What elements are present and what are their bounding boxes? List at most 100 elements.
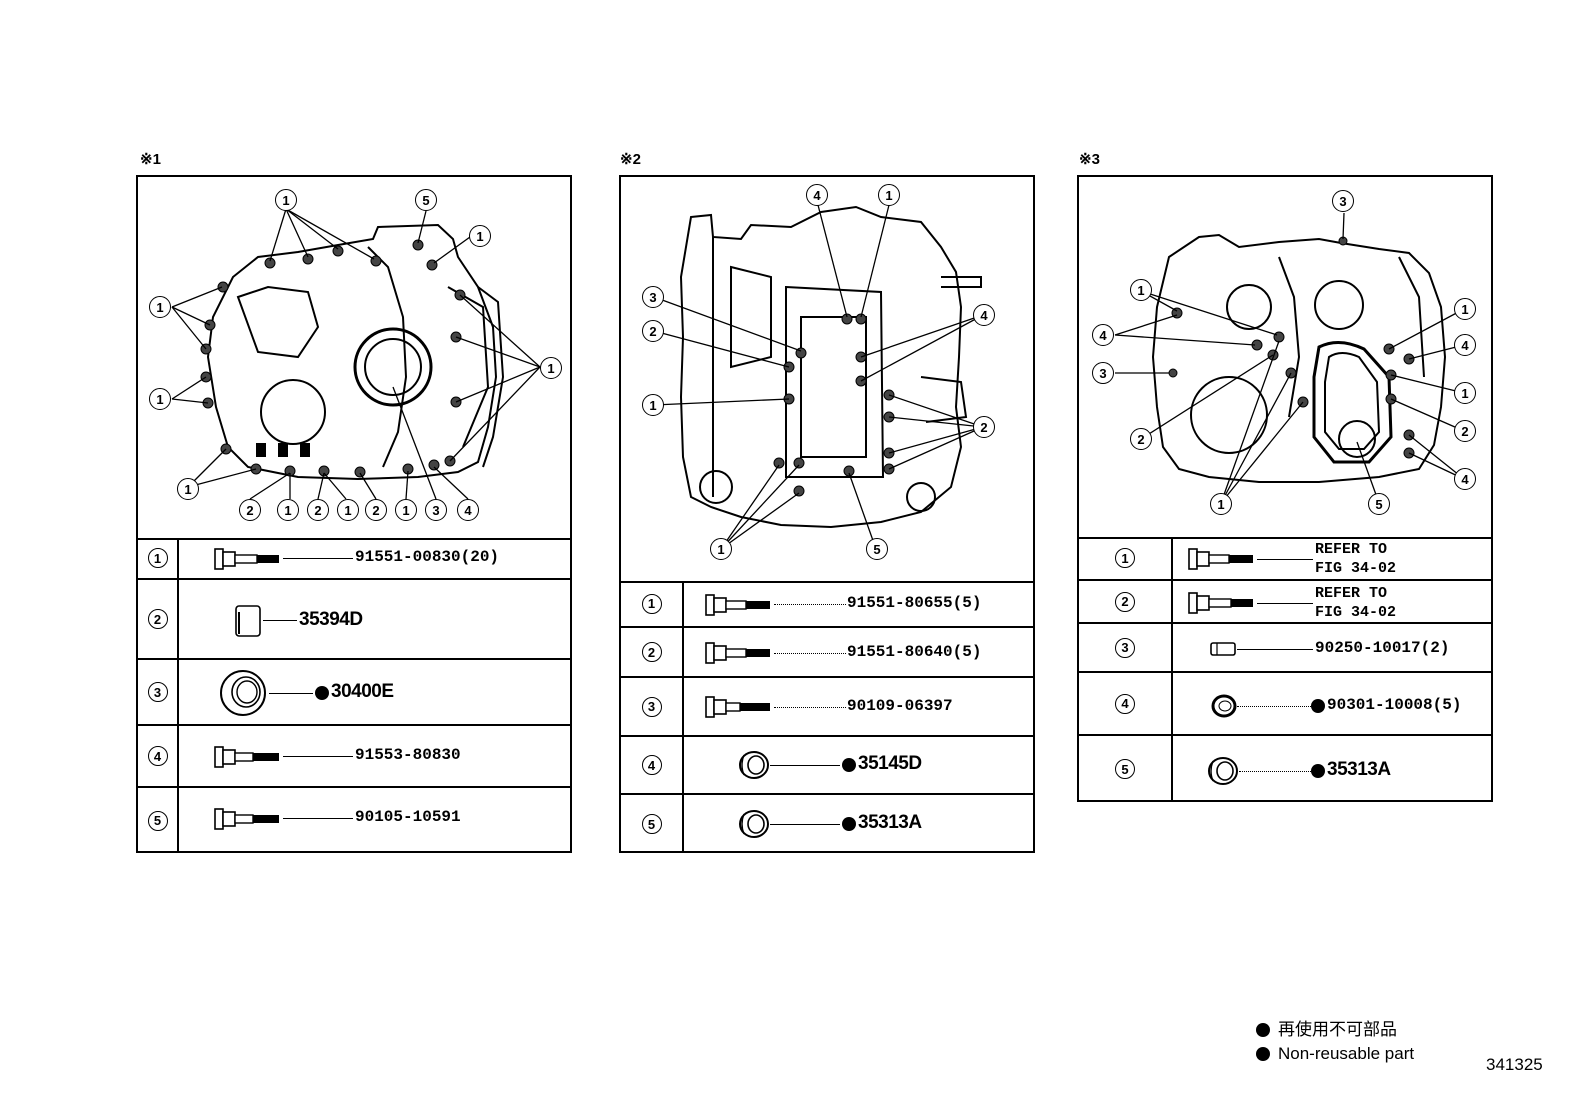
transaxle-case-illustration <box>1114 212 1465 504</box>
callout-1: 1 <box>1210 493 1232 515</box>
callout-1: 1 <box>642 394 664 416</box>
leader-line <box>1257 559 1313 560</box>
callout-3: 3 <box>1332 190 1354 212</box>
item-number: 3 <box>147 682 168 702</box>
callout-5: 5 <box>1368 493 1390 515</box>
leader-line <box>283 818 353 819</box>
part-number: 91551-00830(20) <box>355 548 500 566</box>
nonreusable-dot <box>1311 764 1325 778</box>
item-number: 1 <box>1115 548 1135 568</box>
parts-row[interactable]: 3 30400E <box>138 660 570 726</box>
panel-2: 4 1 3 4 2 1 2 1 5 1 91551-80655(5) 2 915… <box>619 175 1035 853</box>
item-number: 5 <box>641 814 662 834</box>
callout-2: 2 <box>307 499 329 521</box>
panel-2-drawing: 4 1 3 4 2 1 2 1 5 <box>621 177 1033 583</box>
item-number: 3 <box>1115 637 1135 658</box>
part-number: 90109-06397 <box>847 697 953 715</box>
parts-row[interactable]: 5 90105-10591 <box>138 788 570 853</box>
callout-4: 4 <box>457 499 479 521</box>
transaxle-side-illustration <box>653 204 984 550</box>
collar-seal-icon <box>1208 757 1238 785</box>
leader-line <box>283 756 353 757</box>
leader-line <box>1237 649 1313 650</box>
callout-1: 1 <box>149 388 171 410</box>
parts-row[interactable]: 1 91551-00830(20) <box>138 538 570 580</box>
part-number: 35313A <box>1327 759 1391 780</box>
callout-3: 3 <box>642 286 664 308</box>
callout-1: 1 <box>710 538 732 560</box>
oil-seal-icon <box>220 670 266 716</box>
o-ring-icon <box>1211 694 1237 718</box>
item-number: 3 <box>641 696 662 717</box>
item-number: 4 <box>641 755 662 775</box>
parts-row[interactable]: 4 90301-10008(5) <box>1079 673 1491 736</box>
part-number: 90105-10591 <box>355 808 461 826</box>
panel-1-parts-table: 1 91551-00830(20) 2 35394D 3 30400E <box>138 538 570 853</box>
nonreusable-dot <box>315 686 329 700</box>
callout-1: 1 <box>275 189 297 211</box>
collar-seal-icon <box>739 810 769 838</box>
callout-1: 1 <box>469 225 491 247</box>
callout-4: 4 <box>1454 468 1476 490</box>
panel-2-mark: ※2 <box>620 151 641 168</box>
pin-icon <box>1210 642 1236 656</box>
callout-1: 1 <box>540 357 562 379</box>
part-number: 35313A <box>858 812 922 833</box>
parts-row[interactable]: 4 35145D <box>621 737 1033 795</box>
legend: 再使用不可部品 Non-reusable part <box>1256 1018 1414 1066</box>
parts-row[interactable]: 3 90250-10017(2) <box>1079 624 1491 673</box>
callout-1: 1 <box>395 499 417 521</box>
callout-4: 4 <box>1454 334 1476 356</box>
flange-bolt-icon <box>214 746 279 768</box>
item-number: 5 <box>1115 759 1135 779</box>
part-number: 30400E <box>331 681 394 702</box>
callout-2: 2 <box>1454 420 1476 442</box>
flange-bolt-icon <box>214 548 279 570</box>
parts-row[interactable]: 2 91551-80640(5) <box>621 628 1033 678</box>
flange-bolt-icon <box>705 594 770 616</box>
flange-bolt-icon <box>705 696 770 718</box>
flange-bolt-icon <box>1188 548 1253 570</box>
item-number: 2 <box>641 642 662 662</box>
callout-3: 3 <box>425 499 447 521</box>
leader-line <box>770 824 840 825</box>
callout-1: 1 <box>177 478 199 500</box>
legend-item-en: Non-reusable part <box>1256 1042 1414 1066</box>
part-number: 91553-80830 <box>355 746 461 764</box>
leader-line <box>774 604 846 605</box>
callout-3: 3 <box>1092 362 1114 384</box>
nonreusable-dot-icon <box>1256 1023 1270 1037</box>
item-number: 4 <box>147 746 168 766</box>
parts-row[interactable]: 3 90109-06397 <box>621 678 1033 737</box>
callout-5: 5 <box>415 189 437 211</box>
callout-1: 1 <box>337 499 359 521</box>
parts-row[interactable]: 5 35313A <box>621 795 1033 853</box>
callout-4: 4 <box>806 184 828 206</box>
callout-4: 4 <box>973 304 995 326</box>
callout-2: 2 <box>973 416 995 438</box>
part-number: 35145D <box>858 753 922 774</box>
part-number: 90250-10017(2) <box>1315 639 1450 657</box>
panel-1: 1 5 1 1 1 1 1 2 1 2 1 2 1 3 4 1 91551-00… <box>136 175 572 853</box>
transaxle-housing-illustration <box>171 208 541 500</box>
part-number: 91551-80655(5) <box>847 594 982 612</box>
nonreusable-dot <box>1311 699 1325 713</box>
callout-1: 1 <box>149 296 171 318</box>
callout-4: 4 <box>1092 324 1114 346</box>
collar-seal-icon <box>739 751 769 779</box>
callout-5: 5 <box>866 538 888 560</box>
parts-row[interactable]: 1 91551-80655(5) <box>621 581 1033 628</box>
parts-row[interactable]: 2 35394D <box>138 580 570 660</box>
flange-bolt-icon <box>705 642 770 664</box>
nonreusable-dot-icon <box>1256 1047 1270 1061</box>
leader-line <box>770 765 840 766</box>
parts-row[interactable]: 4 91553-80830 <box>138 726 570 788</box>
parts-row[interactable]: 5 35313A <box>1079 736 1491 802</box>
item-number: 2 <box>147 609 168 629</box>
leader-line <box>283 558 353 559</box>
callout-1: 1 <box>1454 298 1476 320</box>
legend-item-ja: 再使用不可部品 <box>1256 1018 1414 1042</box>
